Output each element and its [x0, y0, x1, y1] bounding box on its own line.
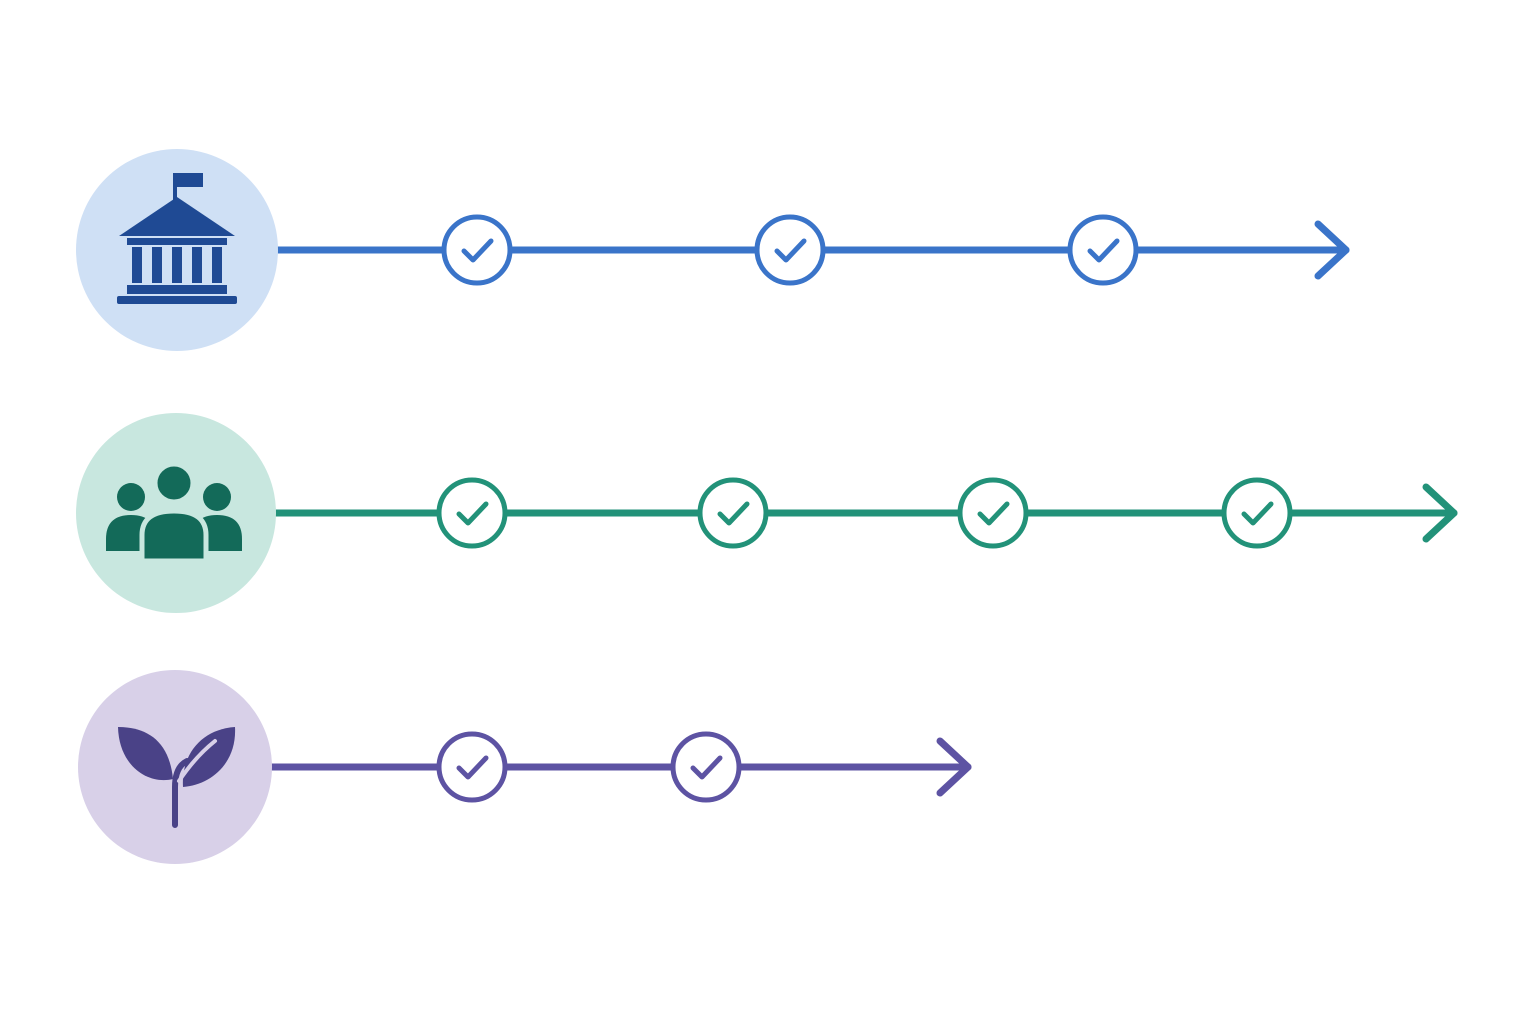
check-icon [977, 501, 1010, 526]
milestone-circle [754, 214, 826, 286]
check-icon [456, 501, 489, 526]
check-icon [690, 755, 723, 780]
milestone [1221, 477, 1293, 549]
track-environment [78, 670, 972, 864]
check-icon [461, 238, 494, 263]
category-circle [78, 670, 272, 864]
milestone [670, 731, 742, 803]
check-icon [1241, 501, 1274, 526]
milestone-circle [441, 214, 513, 286]
check-icon [456, 755, 489, 780]
track-government [76, 149, 1350, 351]
check-icon [774, 238, 807, 263]
milestone-circle [957, 477, 1029, 549]
track-community [76, 413, 1458, 613]
milestone [754, 214, 826, 286]
arrowhead-icon [1314, 220, 1350, 280]
check-icon [1087, 238, 1120, 263]
milestone-circle [436, 477, 508, 549]
milestone-circle [670, 731, 742, 803]
milestone [1067, 214, 1139, 286]
milestone-circle [697, 477, 769, 549]
milestone [441, 214, 513, 286]
arrowhead-icon [1422, 483, 1458, 543]
milestone-circle [1067, 214, 1139, 286]
people-group-icon [106, 461, 242, 564]
milestone [957, 477, 1029, 549]
milestone [436, 731, 508, 803]
milestone-circle [436, 731, 508, 803]
milestone [697, 477, 769, 549]
government-building-icon [117, 173, 237, 304]
check-icon [717, 501, 750, 526]
milestone [436, 477, 508, 549]
milestone-circle [1221, 477, 1293, 549]
arrowhead-icon [936, 737, 972, 797]
sprout-leaf-icon [118, 727, 236, 828]
